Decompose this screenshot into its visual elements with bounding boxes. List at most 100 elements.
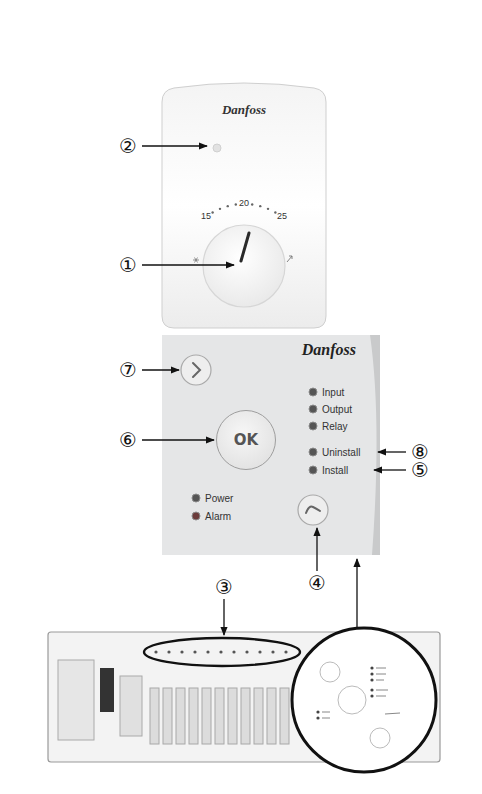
dial-pointer (241, 233, 249, 261)
led-label: Install (322, 465, 348, 476)
scale-dots (235, 203, 237, 205)
magnified-text-marks (376, 674, 386, 675)
next-button (181, 355, 211, 385)
magnified-leds (316, 710, 319, 713)
leader-arrows (223, 599, 224, 635)
magnified-text-marks (376, 696, 386, 697)
leader-arrows (378, 451, 406, 452)
led-label: Relay (322, 421, 348, 432)
actuator-terminals (215, 688, 224, 744)
comfort-symbol (287, 256, 292, 262)
scale-value: 20 (239, 199, 249, 209)
leader-arrows (374, 469, 406, 470)
chevron-up (306, 507, 320, 513)
actuator-terminals (150, 688, 159, 744)
actuator-terminals (163, 688, 172, 744)
magnified-leds (316, 716, 319, 719)
led-label: Alarm (205, 511, 231, 522)
callout-number: ⑦ (119, 359, 137, 381)
snowflake-symbol (195, 258, 198, 263)
channel-leds (284, 650, 287, 653)
scale-dots (267, 208, 269, 210)
magnified-text-marks (376, 690, 388, 691)
status-led (213, 144, 221, 152)
actuator-terminals (254, 688, 263, 744)
thermostat-figure (162, 83, 326, 328)
brand-logo: Danfoss (302, 341, 356, 359)
magnified-leds (316, 666, 373, 719)
magnified-leds (370, 688, 373, 691)
scale-dots (259, 205, 261, 207)
actuator-terminals (150, 688, 289, 744)
magnified-panel (338, 686, 366, 714)
channel-leds (167, 650, 170, 653)
scale-dots (211, 211, 213, 213)
channel-leds (154, 650, 287, 653)
channel-leds (232, 650, 235, 653)
leader-arrows (142, 439, 214, 440)
channel-leds (206, 650, 209, 653)
channel-leds (193, 650, 196, 653)
magnified-text-marks (322, 668, 400, 718)
chevron-right (193, 363, 200, 377)
actuator-terminals (189, 688, 198, 744)
channel-leds (154, 650, 157, 653)
magnified-text-marks (376, 668, 386, 669)
led-label: Power (205, 493, 233, 504)
magnified-panel (320, 662, 390, 748)
ok-button: OK (216, 410, 276, 470)
indicator-leds (309, 388, 317, 396)
leader-arrows (142, 369, 179, 370)
led-label: Uninstall (322, 447, 360, 458)
scale-value: 25 (277, 212, 287, 222)
magnified-leds (370, 678, 373, 681)
actuator-terminals (202, 688, 211, 744)
controller-figure (48, 628, 440, 772)
panel-face (162, 335, 380, 555)
channel-leds (180, 650, 183, 653)
magnified-text-marks (376, 680, 384, 681)
indicator-leds (309, 405, 317, 413)
scale-dots (274, 211, 276, 213)
leader-arrows (142, 264, 234, 265)
snowflake-symbol (193, 258, 199, 263)
led-label: Input (322, 387, 344, 398)
highlight-ellipse (144, 638, 300, 666)
channel-leds (219, 650, 222, 653)
magnified-text-marks (322, 718, 330, 719)
channel-leds (258, 650, 261, 653)
button-label: OK (234, 431, 258, 449)
led-label: Output (322, 404, 352, 415)
actuator-terminals (241, 688, 250, 744)
leader-arrows (356, 559, 357, 627)
panel-edge (370, 335, 380, 555)
alarm-led (192, 512, 200, 520)
leader-arrows (316, 528, 317, 571)
up-button (298, 495, 328, 525)
callout-number: ⑤ (411, 459, 429, 481)
control-panel-figure (162, 335, 380, 555)
channel-leds (245, 650, 248, 653)
indicator-leds (309, 422, 317, 430)
callout-number: ③ (215, 576, 233, 598)
callout-number: ② (119, 135, 137, 157)
actuator-terminals (176, 688, 185, 744)
magnified-text-marks (322, 712, 330, 713)
magnified-panel (320, 662, 340, 682)
callout-number: ⑥ (119, 429, 137, 451)
setting-dial (203, 225, 285, 307)
actuator-terminals (228, 688, 237, 744)
magnified-text-marks (385, 713, 400, 714)
actuator-terminals (267, 688, 276, 744)
snowflake-symbol (195, 258, 198, 263)
magnified-leds (370, 694, 373, 697)
terminal-block (58, 660, 94, 740)
callout-number: ① (119, 254, 137, 276)
terminal-block (120, 676, 142, 736)
indicator-leds (192, 494, 200, 502)
leader-arrows (142, 146, 406, 635)
magnified-leds (370, 672, 373, 675)
